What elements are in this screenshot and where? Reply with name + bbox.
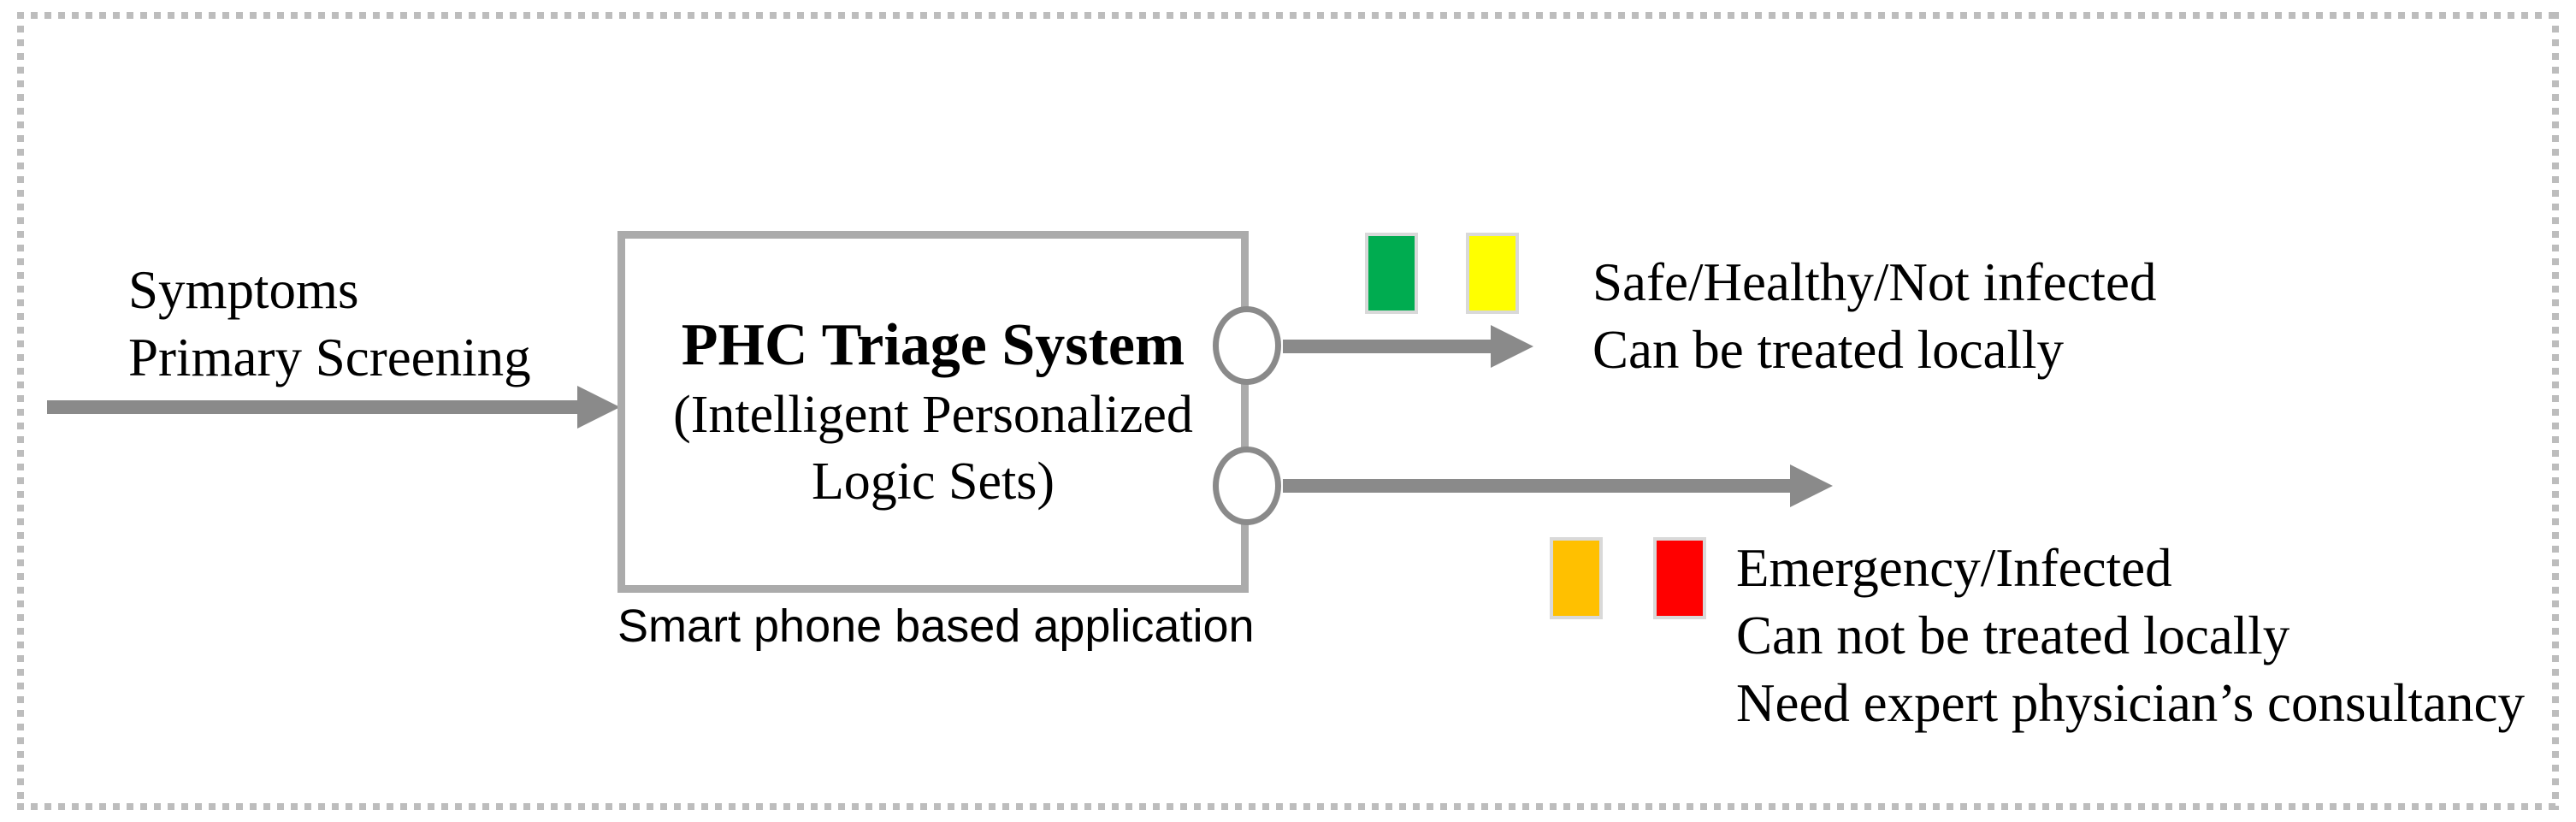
emergency-arrow-head bbox=[1790, 464, 1833, 507]
safe-output-label: Safe/Healthy/Not infected Can be treated… bbox=[1592, 249, 2157, 384]
input-label: Symptoms Primary Screening bbox=[128, 257, 531, 392]
connector-circle-bottom bbox=[1213, 446, 1281, 525]
input-arrow-shaft bbox=[47, 400, 577, 414]
yellow-swatch bbox=[1466, 233, 1519, 314]
triage-system-box: PHC Triage System (Intelligent Personali… bbox=[617, 231, 1249, 593]
orange-swatch bbox=[1550, 537, 1603, 619]
emergency-arrow-shaft bbox=[1283, 479, 1790, 493]
safe-label-line2: Can be treated locally bbox=[1592, 320, 2065, 380]
box-subtitle-line2: Logic Sets) bbox=[811, 452, 1055, 511]
emergency-label-line1: Emergency/Infected bbox=[1736, 538, 2172, 598]
safe-arrow-shaft bbox=[1283, 340, 1491, 353]
safe-arrow-head bbox=[1491, 325, 1533, 368]
emergency-label-line3: Need expert physician’s consultancy bbox=[1736, 673, 2525, 733]
emergency-output-label: Emergency/Infected Can not be treated lo… bbox=[1736, 535, 2525, 737]
input-arrow-head bbox=[577, 386, 620, 429]
input-label-line2: Primary Screening bbox=[128, 328, 531, 387]
green-swatch bbox=[1365, 233, 1418, 314]
box-subtitle-line1: (Intelligent Personalized bbox=[673, 385, 1193, 444]
box-caption: Smart phone based application bbox=[617, 600, 1255, 652]
input-label-line1: Symptoms bbox=[128, 260, 359, 320]
box-title: PHC Triage System bbox=[681, 311, 1185, 378]
red-swatch bbox=[1653, 537, 1706, 619]
emergency-label-line2: Can not be treated locally bbox=[1736, 606, 2290, 665]
connector-circle-top bbox=[1213, 306, 1281, 385]
safe-label-line1: Safe/Healthy/Not infected bbox=[1592, 252, 2157, 312]
